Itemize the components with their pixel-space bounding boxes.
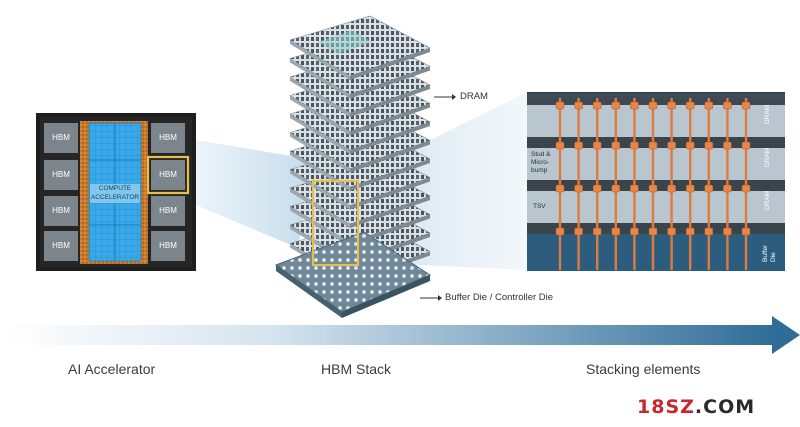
dram-callout-label: DRAM [460, 91, 488, 102]
core-label-line1: COMPUTE [98, 185, 132, 192]
hbm-stack-graphic [274, 15, 456, 318]
caption-ai-accelerator: AI Accelerator [68, 361, 156, 377]
dram-label-layer-2: DRAM [764, 147, 771, 167]
hbm-label-right-2: HBM [159, 170, 177, 179]
ai-accelerator-graphic [36, 113, 196, 271]
hbm-label-right-1: HBM [159, 133, 177, 142]
stud-label-line3: bump [531, 167, 548, 174]
core-label-line2: ACCELERATOR [90, 194, 140, 201]
buffer-die-callout-label: Buffer Die / Controller Die [445, 292, 554, 303]
dram-label-layer-3: DRAM [764, 190, 771, 210]
hbm-label-left-1: HBM [52, 133, 70, 142]
highlight-box-hbm [146, 155, 190, 195]
tsv-column [630, 98, 639, 270]
hbm-label-right-4: HBM [159, 241, 177, 250]
stud-label-line1: Stud & [531, 151, 551, 158]
tsv-column [685, 98, 695, 270]
dram-label-layer-1: DRAM [764, 104, 771, 124]
highlight-box-stack [311, 179, 360, 267]
tsv-column [741, 98, 751, 270]
tsv-column [611, 98, 621, 270]
projection-beam-left [196, 140, 315, 248]
caption-hbm-stack: HBM Stack [321, 361, 392, 377]
hbm-label-left-2: HBM [52, 170, 70, 179]
dram-layer [289, 15, 431, 80]
caption-stacking-elements: Stacking elements [586, 361, 701, 377]
tsv-column [555, 98, 565, 270]
buffer-die-label-line2: Die [770, 252, 777, 262]
watermark-part-1: 18SZ [637, 396, 695, 418]
tsv-column [667, 98, 676, 270]
tsv-label: TSV [533, 203, 546, 210]
stud-label-line2: Micro- [531, 159, 550, 166]
stacking-elements-graphic [527, 92, 785, 271]
hbm-label-left-4: HBM [52, 241, 70, 250]
hbm-label-left-3: HBM [52, 206, 70, 215]
tsv-column [648, 98, 658, 270]
hbm-label-right-3: HBM [159, 206, 177, 215]
tsv-column [704, 98, 714, 270]
tsv-column [574, 98, 583, 270]
watermark-logo: 18SZ.COM [637, 396, 755, 418]
watermark-part-2: .COM [694, 396, 756, 418]
progress-arrow [2, 316, 800, 354]
buffer-die-label-line1: Buffer [762, 244, 769, 262]
tsv-column [723, 98, 732, 270]
tsv-column [592, 98, 602, 270]
